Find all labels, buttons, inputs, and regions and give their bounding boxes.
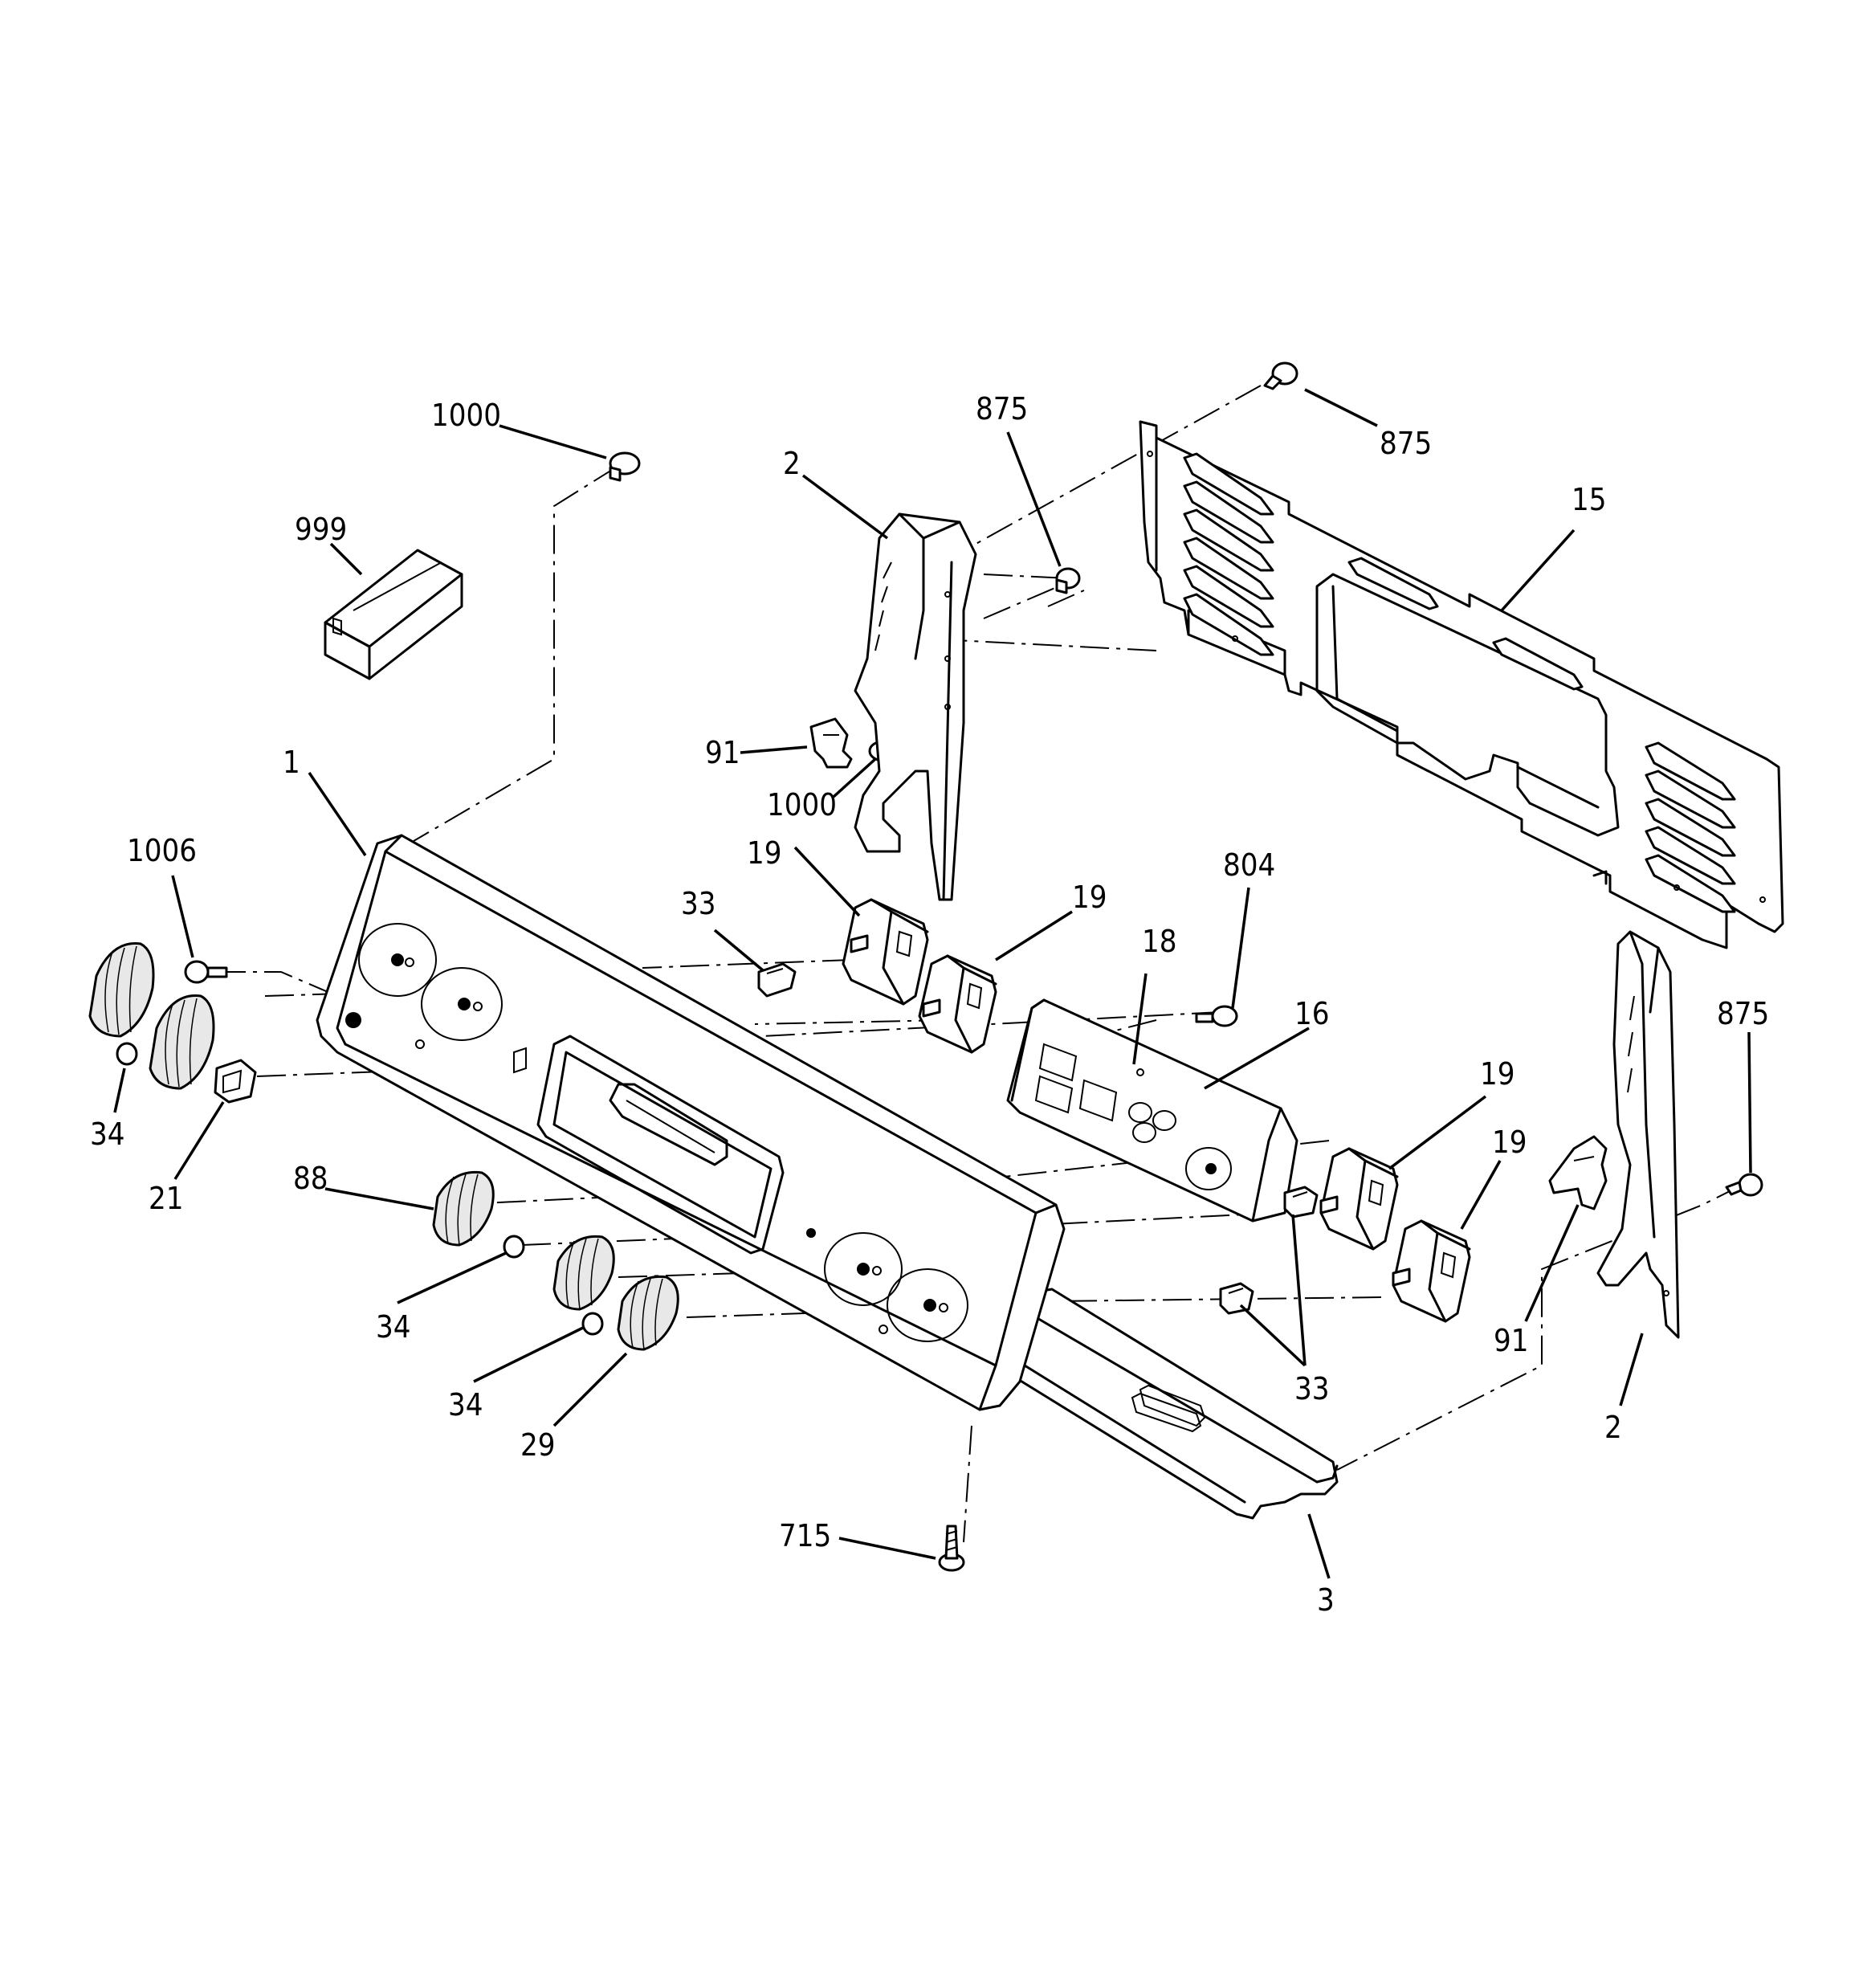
part-21-rocker-switch (214, 1059, 257, 1104)
callout-labels: 1000 999 1 1006 34 21 88 34 34 29 715 2 … (90, 391, 1769, 1618)
label-18: 18 (1142, 924, 1177, 959)
switch-19-b (918, 954, 997, 1054)
label-34-lower: 34 (448, 1387, 483, 1423)
part-16-clock-board (1006, 998, 1298, 1223)
label-29: 29 (520, 1427, 556, 1463)
dials-left (345, 923, 527, 1074)
knob-left-upper (88, 942, 155, 1038)
part-91-clip-right (1548, 1135, 1608, 1210)
part-3-trim-strip (994, 1288, 1339, 1520)
part-1-control-panel (316, 834, 1066, 1411)
label-19-c: 19 (1480, 1056, 1515, 1092)
label-1: 1 (283, 745, 300, 780)
label-21: 21 (149, 1181, 184, 1216)
vent-slots-left (1183, 452, 1274, 656)
label-875-right: 875 (1717, 996, 1769, 1031)
part-33-small-switches (757, 962, 1319, 1315)
label-715: 715 (779, 1518, 831, 1553)
label-875-top: 875 (1380, 426, 1432, 461)
part-34-plugs (116, 1042, 604, 1336)
label-3: 3 (1317, 1582, 1335, 1618)
knob-88 (432, 1170, 495, 1247)
label-1000-top: 1000 (431, 398, 501, 433)
part-999-box (324, 549, 463, 680)
vent-slots-right (1645, 741, 1736, 913)
label-88: 88 (293, 1161, 328, 1196)
screw-804 (1195, 1005, 1238, 1027)
knob-right-upper (552, 1235, 615, 1311)
label-33-bottom: 33 (1294, 1371, 1330, 1406)
label-34-left: 34 (90, 1116, 125, 1152)
label-19-d: 19 (1492, 1125, 1527, 1160)
knob-29 (617, 1275, 679, 1351)
switch-19-a (842, 898, 929, 1006)
screw-875-right (1725, 1173, 1763, 1197)
label-15: 15 (1572, 482, 1607, 517)
label-34-middle: 34 (376, 1309, 411, 1345)
label-19-a: 19 (747, 835, 782, 871)
leader-lines (113, 388, 1752, 1579)
label-2-right: 2 (1604, 1410, 1622, 1445)
part-91-clip-left (809, 717, 853, 769)
switch-19-c (1319, 1147, 1399, 1251)
switch-19-d (1392, 1219, 1471, 1323)
knobs (88, 942, 679, 1351)
part-2-right-bracket (1596, 930, 1680, 1339)
label-804: 804 (1223, 847, 1275, 883)
vent-slots-middle (1347, 557, 1584, 691)
knob-left-lower (149, 994, 215, 1090)
label-33-top: 33 (681, 886, 716, 921)
label-999: 999 (295, 512, 347, 547)
part-2-left-bracket (854, 512, 977, 901)
dials-right (806, 1228, 968, 1342)
part-19-switches (842, 898, 1471, 1323)
label-1006: 1006 (127, 833, 197, 868)
label-16: 16 (1294, 996, 1330, 1031)
label-2-left: 2 (783, 446, 801, 481)
screw-1006 (184, 960, 228, 984)
label-875-center: 875 (976, 391, 1028, 427)
label-91-right: 91 (1494, 1323, 1529, 1358)
screw-875-center (1055, 567, 1081, 594)
label-1000-lower: 1000 (767, 787, 837, 823)
screw-715 (938, 1525, 965, 1572)
screw-1000-top (609, 451, 641, 482)
screw-875-top (1263, 361, 1298, 390)
part-15-rear-panel (1139, 420, 1784, 949)
label-19-b: 19 (1072, 880, 1107, 915)
label-91-left: 91 (705, 735, 740, 770)
